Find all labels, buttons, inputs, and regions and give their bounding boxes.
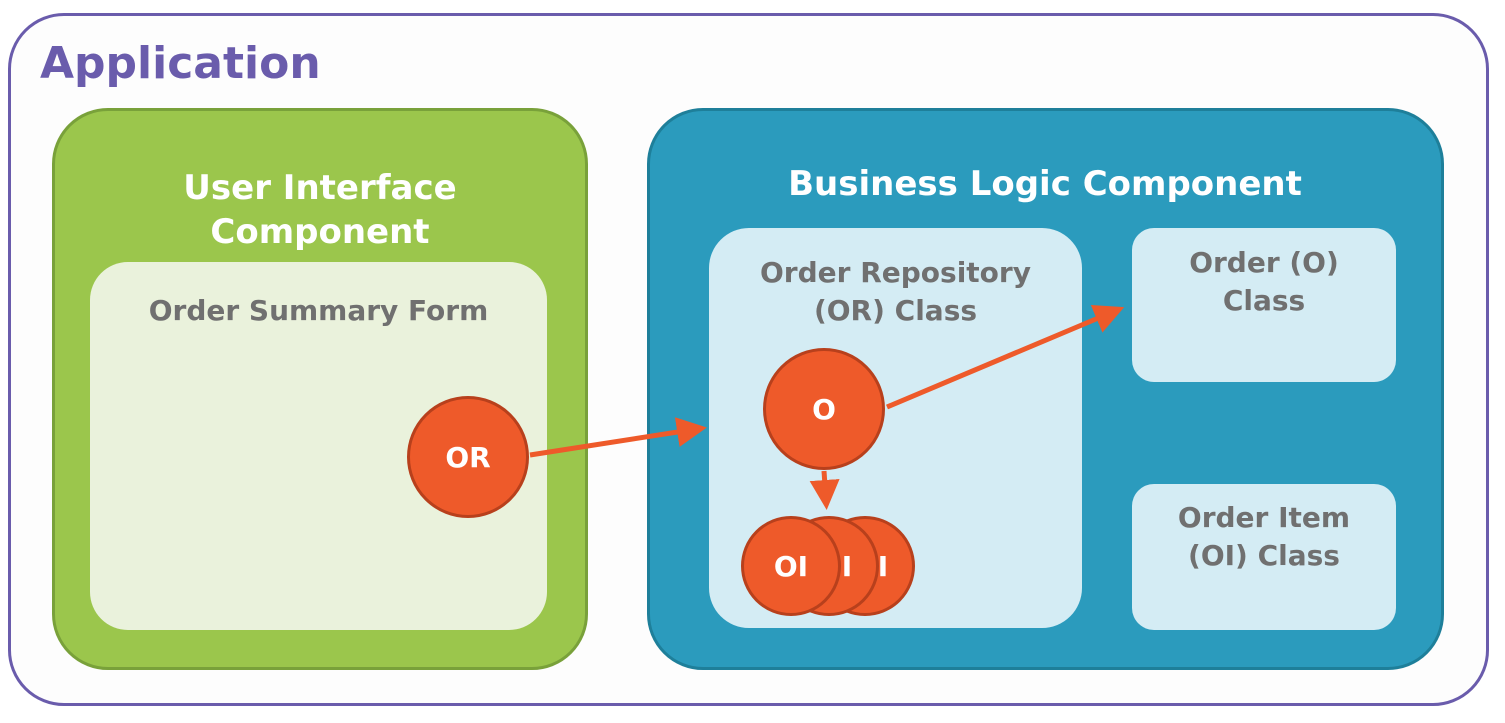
or-class-title-line1: Order Repository	[760, 256, 1031, 289]
order-summary-form-title: Order Summary Form	[148, 294, 489, 327]
arrow-order-to-order-items	[809, 470, 840, 510]
oi-class-title-line1: Order Item	[1177, 501, 1351, 534]
arrow-or-to-repository	[529, 417, 707, 458]
order-item-object-label: OI	[773, 549, 809, 583]
business-logic-component-title: Business Logic Component	[788, 164, 1302, 204]
ui-title-line2: Component	[210, 212, 430, 252]
or-class-title-line2: (OR) Class	[813, 294, 978, 327]
order-class-panel	[1132, 228, 1396, 382]
order-repository-object-label: OR	[445, 440, 491, 474]
application-title: Application	[40, 38, 321, 89]
oi-class-title-line2: (OI) Class	[1188, 539, 1340, 572]
order-repository-class-title: Order Repository (OR) Class	[709, 254, 1082, 330]
order-item-object: OI	[741, 516, 841, 616]
order-item-class-title: Order Item (OI) Class	[1132, 499, 1396, 575]
order-item-class-panel	[1132, 484, 1396, 630]
order-object-label: O	[812, 392, 836, 426]
order-repository-object: OR	[407, 396, 529, 518]
order-class-title: Order (O) Class	[1132, 244, 1396, 320]
order-object: O	[763, 348, 885, 470]
order-item-object-label: I	[841, 549, 853, 583]
order-item-object-label: I	[877, 549, 889, 583]
o-class-title-line2: Class	[1222, 284, 1306, 317]
user-interface-component-title: User Interface Component	[120, 166, 520, 254]
o-class-title-line1: Order (O)	[1189, 246, 1339, 279]
ui-title-line1: User Interface	[183, 168, 457, 208]
arrow-order-to-order-class	[886, 304, 1125, 410]
